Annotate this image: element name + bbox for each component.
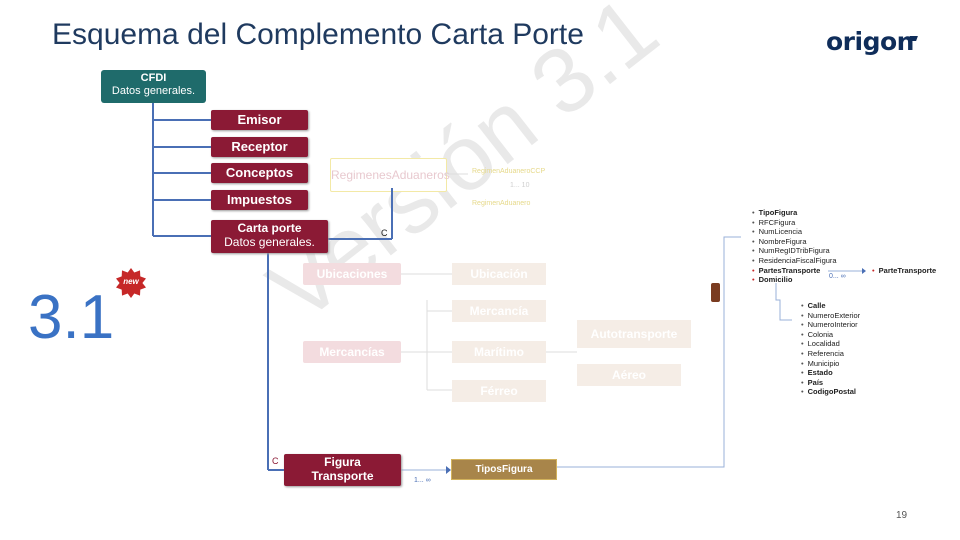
label-card-partes: 0... ∞ <box>829 273 846 280</box>
field-label: Calle <box>807 301 826 310</box>
node-conceptos: Conceptos <box>211 163 308 183</box>
field-label: País <box>807 377 824 387</box>
node-figura-line2: Transporte <box>311 469 374 483</box>
bullet-icon: • <box>801 358 804 368</box>
bullet-icon: • <box>752 227 755 237</box>
field-item: •ParteTransporte <box>872 266 936 276</box>
bullet-icon: • <box>801 377 804 387</box>
faded-node-ubicacion: Ubicación <box>452 263 546 285</box>
node-cfdi-subtitle: Datos generales. <box>111 85 196 97</box>
list-partes-transporte-fields: •ParteTransporte <box>872 266 936 276</box>
field-label: NumeroExterior <box>807 310 861 320</box>
bullet-icon: • <box>801 368 804 378</box>
field-label: Referencia <box>807 348 844 358</box>
field-item: •Referencia <box>801 349 860 359</box>
label-c-figura: C <box>272 456 279 466</box>
node-carta-porte-subtitle: Datos generales. <box>224 235 315 249</box>
faded-node-aereo: Aéreo <box>577 364 681 386</box>
node-carta-porte: Carta porte Datos generales. <box>211 220 328 253</box>
field-item: •Colonia <box>801 330 860 340</box>
field-label: NumeroInterior <box>807 320 858 330</box>
list-tipos-figura-fields: •TipoFigura•RFCFigura•NumLicencia•Nombre… <box>752 208 837 285</box>
field-label: PartesTransporte <box>758 265 821 275</box>
node-cfdi: CFDI Datos generales. <box>101 70 206 103</box>
page-title: Esquema del Complemento Carta Porte <box>52 18 584 51</box>
bullet-icon: • <box>872 266 875 275</box>
faded-node-autotransporte: Autotransporte <box>577 320 691 348</box>
field-item: •Domicilio <box>752 275 837 285</box>
bullet-icon: • <box>752 208 755 217</box>
field-item: •PartesTransporte <box>752 266 837 276</box>
bullet-icon: • <box>801 339 804 349</box>
field-label: TipoFigura <box>758 208 798 217</box>
label-card-figura: 1... ∞ <box>414 477 431 484</box>
bullet-icon: • <box>801 387 804 397</box>
field-label: ParteTransporte <box>878 266 937 275</box>
field-item: •CodigoPostal <box>801 387 860 397</box>
bullet-icon: • <box>752 265 755 275</box>
faded-node-ferreo: Férreo <box>452 380 546 402</box>
node-figura-transporte: Figura Transporte <box>284 454 401 486</box>
faded-regimen-card: 1... 10 <box>510 182 530 189</box>
node-tipos-figura: TiposFigura <box>451 459 557 480</box>
field-item: •ResidenciaFiscalFigura <box>752 256 837 266</box>
faded-node-maritimo: Marítimo <box>452 341 546 363</box>
node-cfdi-title: CFDI <box>140 72 167 84</box>
field-label: NumLicencia <box>758 227 802 237</box>
field-label: Estado <box>807 368 833 378</box>
field-label: NumRegIDTribFigura <box>758 246 830 256</box>
node-figura-line1: Figura <box>324 455 361 469</box>
field-item: •Municipio <box>801 359 860 369</box>
faded-node-mercancia: Mercancía <box>452 300 546 322</box>
field-label: Municipio <box>807 358 840 368</box>
field-label: Domicilio <box>758 275 793 285</box>
node-emisor: Emisor <box>211 110 308 130</box>
field-item: •Calle <box>801 301 860 311</box>
new-badge-label: new <box>123 277 139 286</box>
field-label: Localidad <box>807 339 840 349</box>
list-domicilio-fields: •Calle•NumeroExterior•NumeroInterior•Col… <box>801 301 860 397</box>
bullet-icon: • <box>752 236 755 246</box>
page-number: 19 <box>896 510 908 521</box>
faded-node-ubicaciones: Ubicaciones <box>303 263 401 285</box>
field-item: •Estado <box>801 368 860 378</box>
bullet-icon: • <box>752 275 755 285</box>
field-item: •Localidad <box>801 339 860 349</box>
field-label: RFCFigura <box>758 217 796 227</box>
bullet-icon: • <box>752 255 755 265</box>
field-item: •NumLicencia <box>752 227 837 237</box>
node-receptor: Receptor <box>211 137 308 157</box>
bullet-icon: • <box>752 217 755 227</box>
node-impuestos: Impuestos <box>211 190 308 210</box>
bullet-icon: • <box>801 348 804 358</box>
bullet-icon: • <box>801 329 804 339</box>
faded-node-regimenes: RegimenesAduaneros <box>330 158 450 192</box>
field-label: NombreFigura <box>758 236 807 246</box>
faded-regimen-ccp: RegimenAduaneroCCP <box>472 168 546 175</box>
field-label: Colonia <box>807 329 834 339</box>
field-item: •NumRegIDTribFigura <box>752 246 837 256</box>
bullet-icon: • <box>801 310 804 320</box>
bullet-icon: • <box>752 246 755 256</box>
field-item: •RFCFigura <box>752 218 837 228</box>
field-item: •NumeroInterior <box>801 320 860 330</box>
version-number: 3.1 <box>28 283 115 352</box>
faded-node-mercancias: Mercancías <box>303 341 401 363</box>
bullet-icon: • <box>801 301 804 310</box>
field-item: •NumeroExterior <box>801 311 860 321</box>
field-label: CodigoPostal <box>807 387 856 397</box>
faded-regimen-aduanero: RegimenAduanero <box>472 200 531 207</box>
node-carta-porte-title: Carta porte <box>237 221 302 235</box>
label-c-carta-porte: C <box>381 228 388 238</box>
field-item: •País <box>801 378 860 388</box>
field-label: ResidenciaFiscalFigura <box>758 255 837 265</box>
origon-logo: origon <box>826 27 914 56</box>
bullet-icon: • <box>801 320 804 330</box>
field-item: •TipoFigura <box>752 208 837 218</box>
field-item: •NombreFigura <box>752 237 837 247</box>
